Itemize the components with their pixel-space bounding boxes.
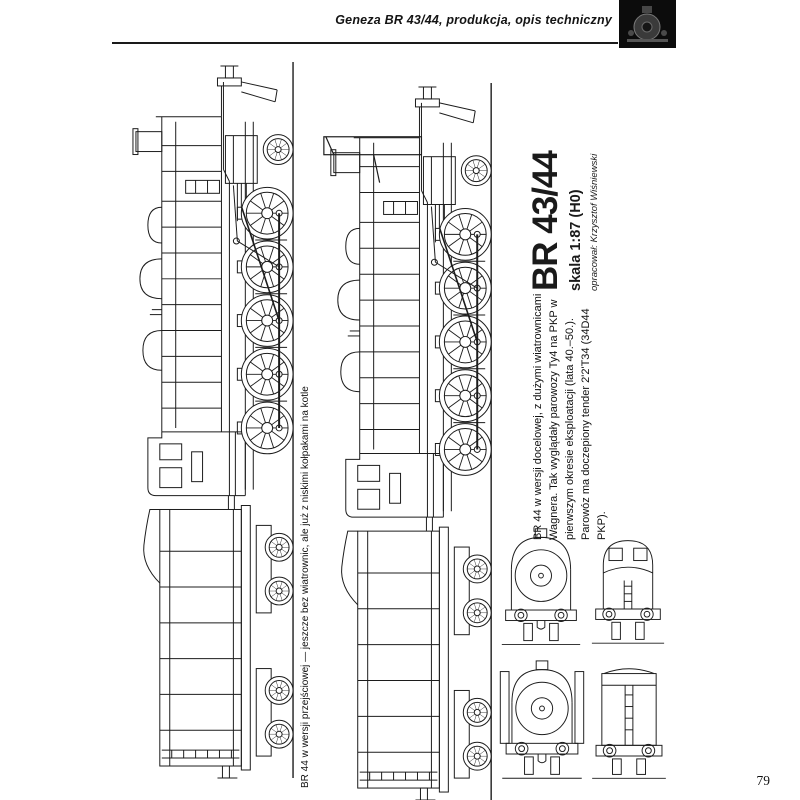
model-title: BR 43/44 [526,151,565,291]
caption-transitional-version: BR 44 w wersji przejściowej — jeszcze be… [300,386,311,788]
scale-label: skala 1:87 (H0) [567,189,584,291]
loco-rear-view-drawing [590,524,666,661]
page-number: 79 [756,773,771,788]
locomotive-front-photo-icon [619,0,676,48]
caption-final-version: BR 44 w wersji docelowej, z dużymi wiatr… [532,293,608,540]
side-drawing-final [320,83,502,800]
side-drawing-transitional [126,60,300,780]
chapter-header-photo [619,0,676,48]
title-block: BR 43/44 skala 1:87 (H0) opracował: Krzy… [526,113,600,291]
credit-label: opracował: Krzysztof Wiśniewski [588,153,600,291]
header-rule [112,42,618,44]
loco-front-view-drawing [498,524,584,659]
smokebox-front-view-drawing [496,658,588,791]
chapter-header: Geneza BR 43/44, produkcja, opis technic… [335,13,612,27]
tender-rear-view-drawing [590,660,668,793]
